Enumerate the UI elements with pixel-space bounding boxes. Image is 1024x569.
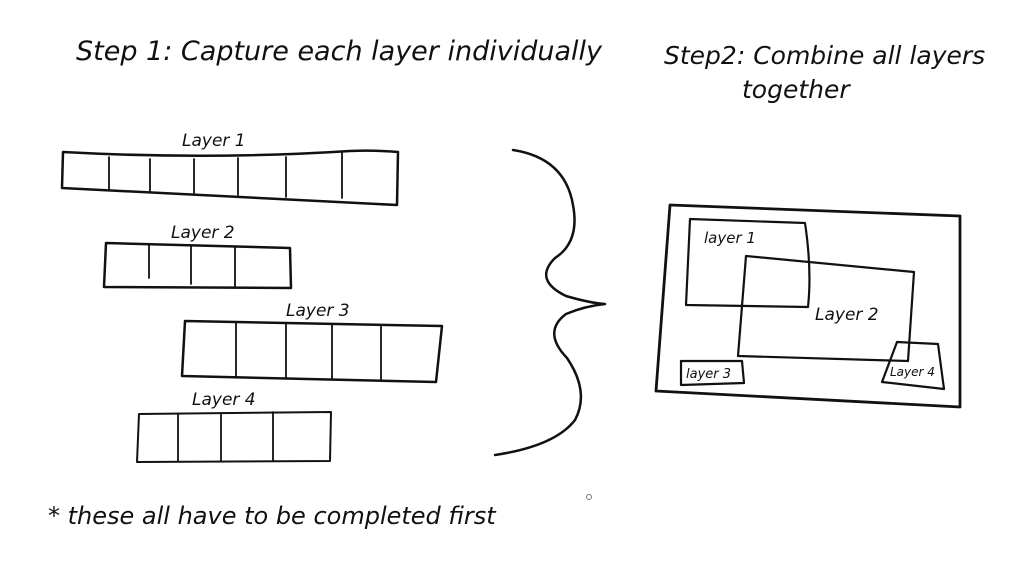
- step1-title: Step 1: Capture each layer individually: [76, 36, 603, 67]
- combined-layer1-box: [684, 217, 811, 309]
- combined-layer4-label: Layer 4: [890, 365, 935, 379]
- combined-layer4-box: [880, 340, 946, 391]
- cursor-dot: [586, 494, 592, 500]
- footnote: * these all have to be completed first: [48, 502, 497, 530]
- layer2-label: Layer 2: [171, 223, 235, 243]
- step2-title-line2: together: [742, 75, 851, 104]
- layer3-strip: Layer 3: [180, 301, 444, 384]
- combined-layer3-box: [679, 359, 746, 387]
- layer4-label: Layer 4: [192, 390, 256, 410]
- combined-frame: layer 1 Layer 2 layer 3 Layer 4: [654, 203, 962, 409]
- layer3-label: Layer 3: [286, 301, 350, 321]
- layer1-label: Layer 1: [182, 131, 246, 151]
- combined-layer2-box: [736, 254, 916, 363]
- layer4-strip: Layer 4: [136, 390, 332, 463]
- combined-layer1-label: layer 1: [704, 229, 756, 247]
- curly-brace: [493, 148, 607, 457]
- combined-layer2-label: Layer 2: [815, 305, 879, 325]
- combined-layer3-label: layer 3: [686, 367, 731, 382]
- layer1-strip: Layer 1: [60, 131, 400, 207]
- layer2-strip: Layer 2: [102, 223, 293, 290]
- step2-title-line1: Step2: Combine all layers: [664, 41, 985, 70]
